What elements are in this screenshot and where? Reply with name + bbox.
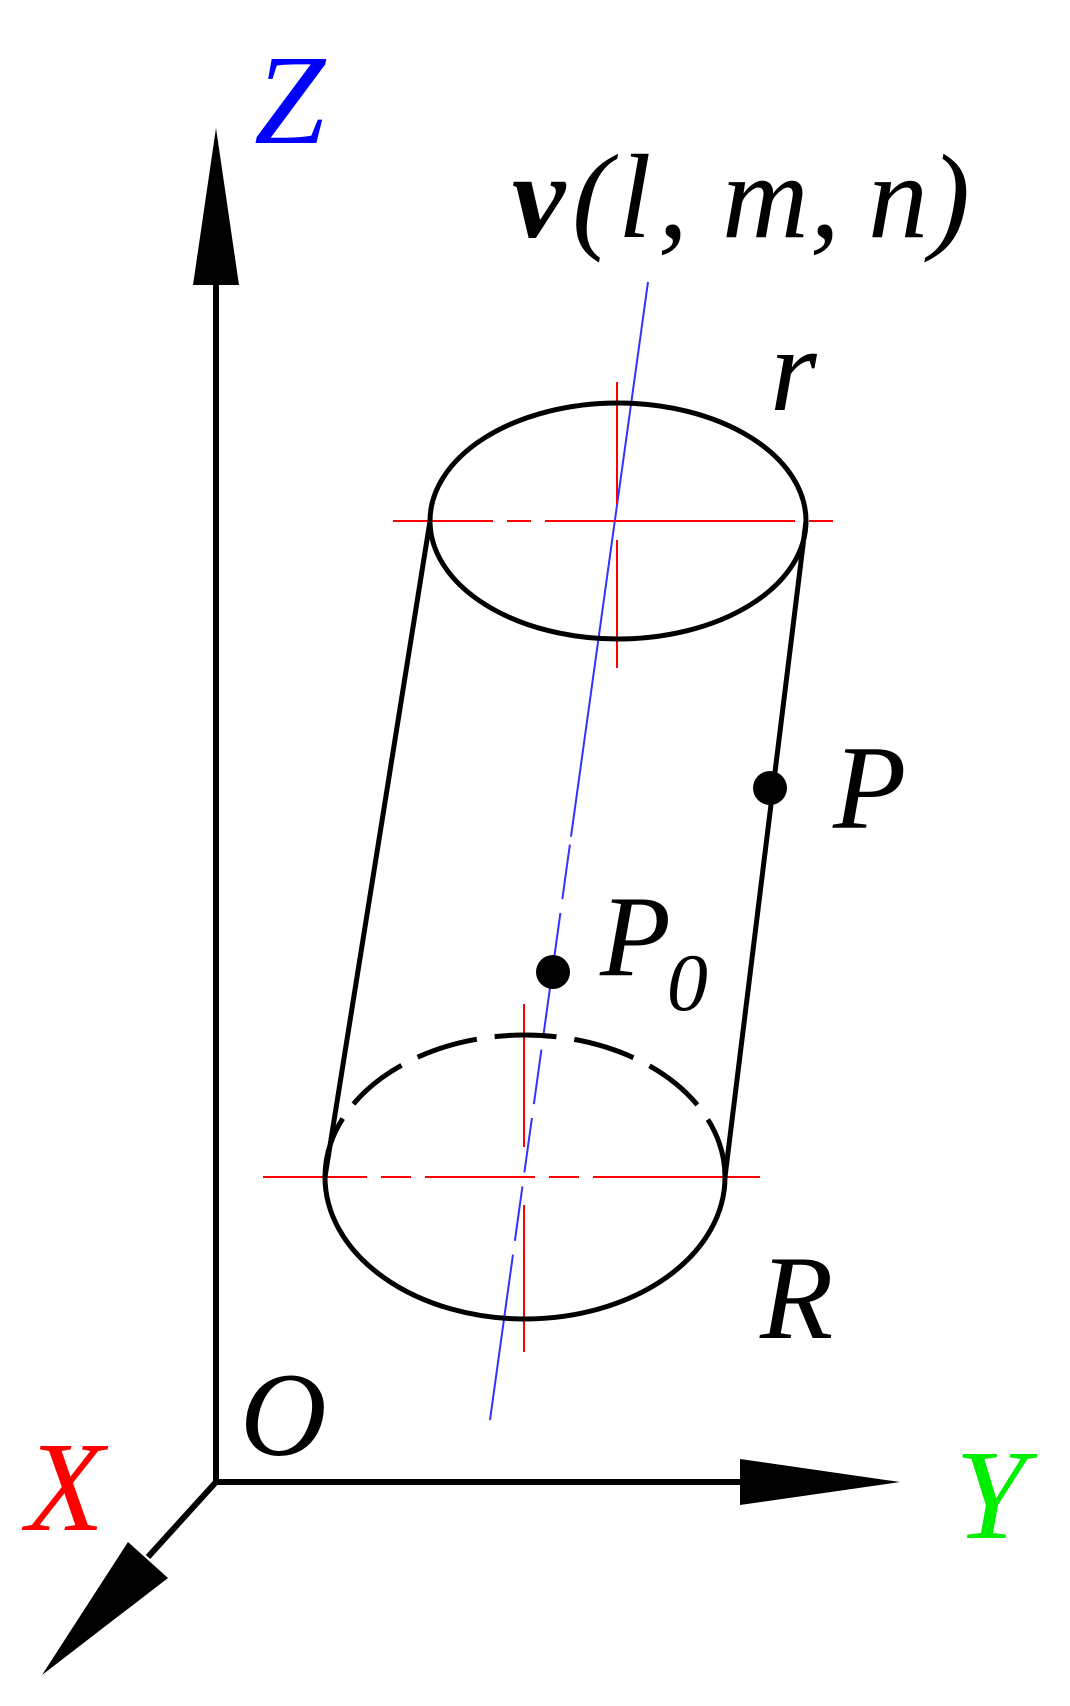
direction-vector-label: v ( l , m , n ) (512, 130, 970, 263)
top-radius-label: r (770, 303, 818, 436)
bottom-ellipse-hidden-arc (322, 1032, 728, 1178)
vector-open-paren: ( (572, 130, 619, 263)
point-p0-subscript: 0 (667, 937, 708, 1028)
z-axis-label: Z (254, 29, 327, 171)
point-p0-label: P0 (599, 873, 708, 1028)
vector-v: v (512, 130, 567, 263)
right-generatrix (722, 520, 809, 1178)
coordinate-axes (42, 128, 900, 1675)
x-axis-line (145, 1479, 219, 1560)
x-axis-label: X (21, 1416, 109, 1558)
vector-l: l (618, 130, 651, 263)
vector-comma-2: , (810, 130, 840, 263)
point-p (753, 771, 787, 805)
centerlines (263, 382, 835, 1352)
cylinder-axis-line (489, 281, 649, 1421)
x-axis-arrowhead (42, 1542, 168, 1675)
y-axis-arrowhead (740, 1459, 900, 1505)
z-axis-arrowhead (193, 128, 239, 285)
y-axis-label: Y (955, 1424, 1038, 1566)
bottom-ellipse-visible-arc (322, 1176, 728, 1322)
vector-m: m (722, 130, 809, 263)
point-p0-letter: P (599, 873, 671, 1001)
bottom-radius-label: R (759, 1231, 833, 1364)
vector-close-paren: ) (924, 130, 970, 263)
point-p-label: P (832, 721, 906, 854)
point-p0 (536, 955, 570, 989)
left-generatrix (322, 520, 433, 1178)
origin-label: O (240, 1348, 327, 1481)
vector-n: n (868, 130, 928, 263)
vector-comma-1: , (658, 130, 688, 263)
cylinder-outline (322, 400, 809, 1322)
